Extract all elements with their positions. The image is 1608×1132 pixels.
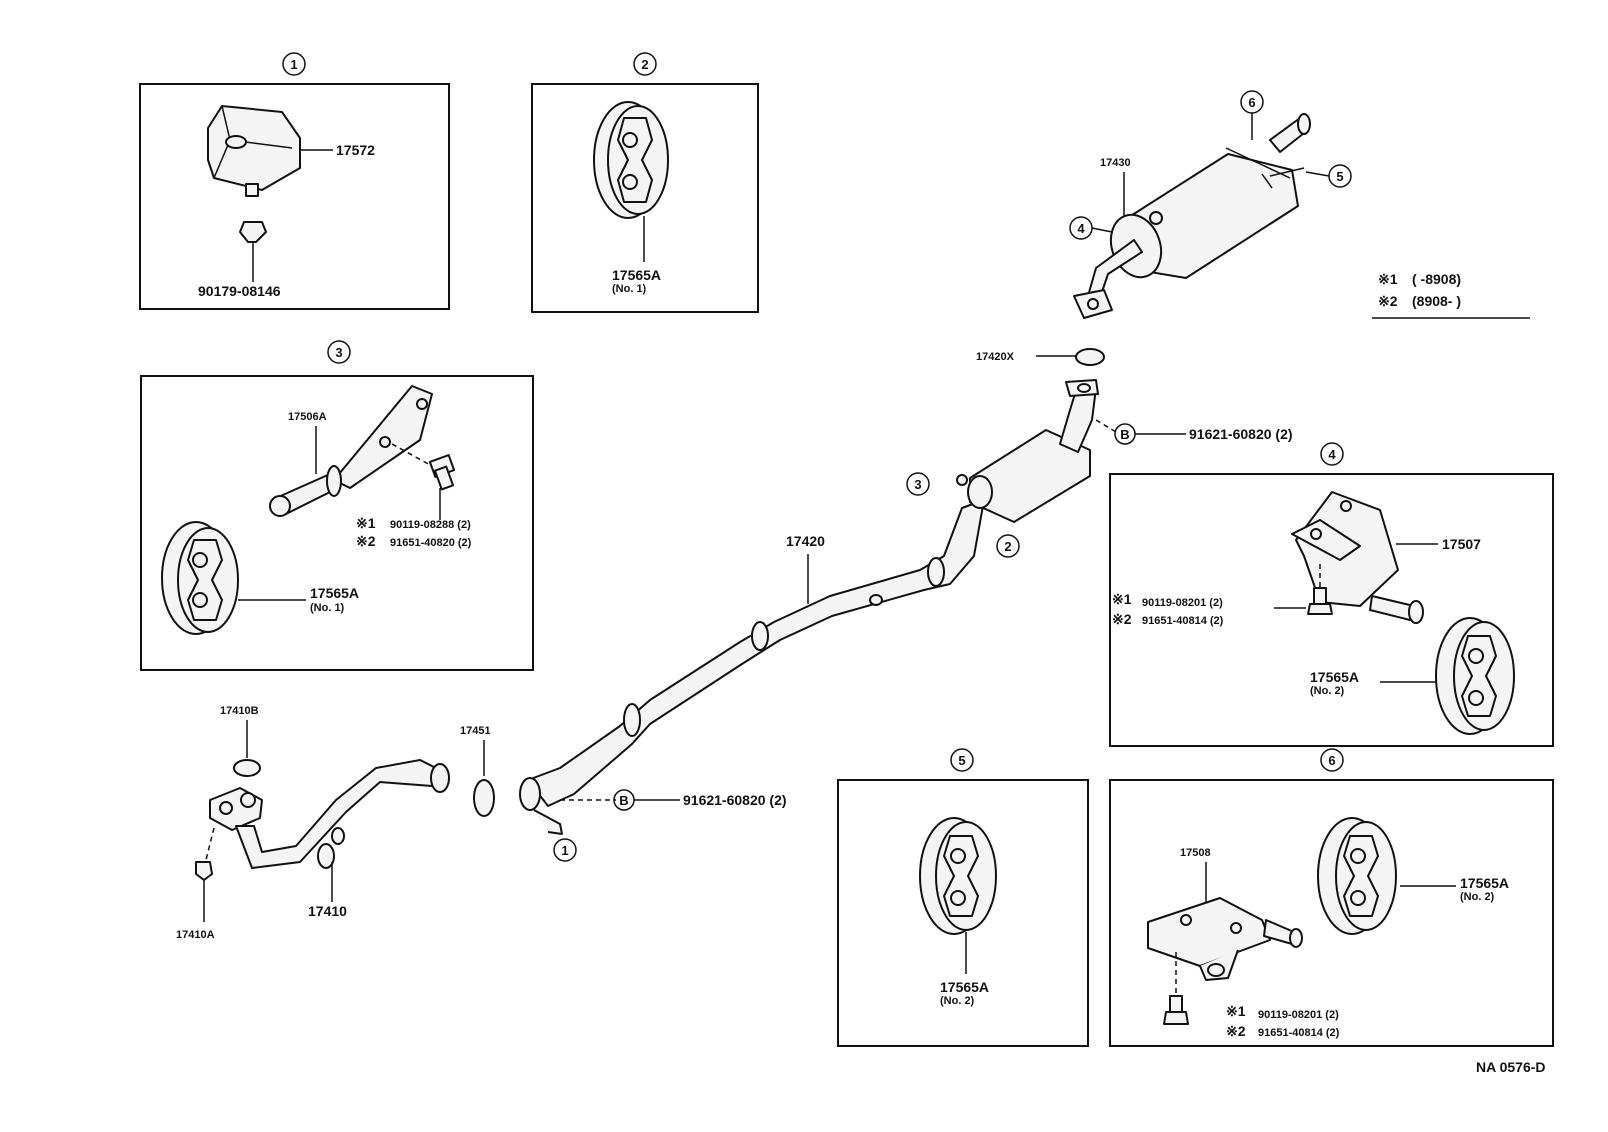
muffler-17430-icon bbox=[1073, 113, 1311, 319]
legend-row-1: ( -8908) bbox=[1412, 271, 1461, 287]
callout-4: 4 bbox=[1328, 447, 1336, 462]
callout-1-pipe: 1 bbox=[561, 843, 568, 858]
rubber-hanger-icon bbox=[1435, 617, 1515, 735]
bolt-icon bbox=[1163, 995, 1189, 1025]
label-17420x: 17420X bbox=[976, 351, 1015, 363]
callout-2-pipe: 2 bbox=[1004, 539, 1011, 554]
inset-4: 4 17507 ※1 90119-08201 (2) ※2 91651-4081… bbox=[1109, 442, 1554, 747]
callout-circle-1 bbox=[282, 52, 306, 76]
label-17410b: 17410B bbox=[220, 705, 259, 717]
label-17507: 17507 bbox=[1442, 536, 1481, 552]
mark-1-box3: ※1 bbox=[356, 515, 376, 531]
callout-4-muffler: 4 bbox=[1077, 221, 1085, 236]
label-no2-box4: (No. 2) bbox=[1310, 685, 1345, 697]
label-17420: 17420 bbox=[786, 533, 825, 549]
label-no2-box5: (No. 2) bbox=[940, 995, 975, 1007]
callout-6-muffler: 6 bbox=[1248, 95, 1255, 110]
mark-1-box6: ※1 bbox=[1226, 1003, 1246, 1019]
inset-3-frame bbox=[140, 375, 534, 671]
bolt-icon bbox=[1307, 587, 1333, 615]
label-17565a-box6: 17565A bbox=[1460, 875, 1509, 891]
resonator-group: 3 2 B 91621-60820 (2) 17420X bbox=[906, 348, 1293, 558]
callout-5: 5 bbox=[958, 753, 965, 768]
callout-3: 3 bbox=[335, 345, 342, 360]
label-no2-box6: (No. 2) bbox=[1460, 891, 1495, 903]
label-17451: 17451 bbox=[460, 725, 491, 737]
inset-2-frame bbox=[531, 83, 759, 313]
front-pipe-17410-icon bbox=[209, 759, 450, 869]
rubber-hanger-icon bbox=[593, 101, 669, 219]
rubber-hanger-icon bbox=[161, 521, 239, 635]
gasket-17420x-icon bbox=[1075, 348, 1105, 366]
label-91651-40820: 91651-40820 (2) bbox=[390, 537, 472, 549]
label-17410a: 17410A bbox=[176, 929, 215, 941]
label-90119-08201-box4: 90119-08201 (2) bbox=[1142, 597, 1223, 609]
label-17410: 17410 bbox=[308, 903, 347, 919]
callout-3-pipe: 3 bbox=[914, 477, 921, 492]
front-pipe-group: 17410B 17410A 17410 bbox=[176, 705, 450, 941]
inset-3: 3 17506A ※1 90119-08288 (2) ※2 91651-408… bbox=[140, 340, 534, 671]
label-no1-box3: (No. 1) bbox=[310, 602, 345, 614]
center-pipe-17420-icon bbox=[519, 499, 985, 835]
inset-6: 6 17508 ※1 90119-08201 (2) ※2 91651-4081… bbox=[1109, 748, 1554, 1047]
resonator-icon bbox=[956, 379, 1099, 523]
label-17565a-box4: 17565A bbox=[1310, 669, 1359, 685]
mark-2-box3: ※2 bbox=[356, 533, 376, 549]
mark-1-box4: ※1 bbox=[1112, 591, 1132, 607]
callout-5-muffler: 5 bbox=[1336, 169, 1343, 184]
gasket-17451-icon bbox=[473, 779, 495, 817]
rubber-hanger-icon bbox=[1317, 817, 1397, 935]
label-91621-upper: 91621-60820 (2) bbox=[1189, 426, 1293, 442]
label-17572: 17572 bbox=[336, 142, 375, 158]
inset-1-frame bbox=[139, 83, 450, 310]
label-17430: 17430 bbox=[1100, 157, 1131, 169]
callout-2: 2 bbox=[641, 57, 648, 72]
label-90119-08201-box6: 90119-08201 (2) bbox=[1258, 1009, 1339, 1021]
label-91651-40814-box6: 91651-40814 (2) bbox=[1258, 1027, 1340, 1039]
hanger-17572-icon bbox=[207, 105, 301, 197]
nut-90179-icon bbox=[239, 221, 267, 243]
label-91651-40814-box4: 91651-40814 (2) bbox=[1142, 615, 1224, 627]
callout-6: 6 bbox=[1328, 753, 1335, 768]
center-pipe-group: 17420 B 91621-60820 (2) 1 bbox=[519, 499, 985, 862]
mark-2-box4: ※2 bbox=[1112, 611, 1132, 627]
callout-1: 1 bbox=[290, 57, 297, 72]
mark-2-box6: ※2 bbox=[1226, 1023, 1246, 1039]
gasket-17451-group: 17451 bbox=[460, 725, 495, 817]
inset-5: 5 17565A (No. 2) bbox=[837, 748, 1089, 1047]
legend-mark-2: ※2 bbox=[1378, 293, 1398, 309]
label-91621-lower: 91621-60820 (2) bbox=[683, 792, 787, 808]
bolt-icon bbox=[428, 454, 456, 491]
label-17508: 17508 bbox=[1180, 847, 1211, 859]
label-no1: (No. 1) bbox=[612, 283, 647, 295]
inset-4-frame bbox=[1109, 473, 1554, 747]
label-90119-08288: 90119-08288 (2) bbox=[390, 519, 471, 531]
legend: ※1 ( -8908) ※2 (8908- ) bbox=[1372, 271, 1530, 319]
inset-1: 1 17572 90179-08146 bbox=[139, 52, 450, 310]
nut-17410a-icon bbox=[195, 861, 213, 881]
label-17565a-box3: 17565A bbox=[310, 585, 359, 601]
legend-row-2: (8908- ) bbox=[1412, 293, 1461, 309]
label-90179-08146: 90179-08146 bbox=[198, 283, 281, 299]
bracket-17506a-icon bbox=[269, 385, 433, 517]
ref-b-lower: B bbox=[619, 793, 628, 808]
inset-6-frame bbox=[1109, 779, 1554, 1047]
legend-mark-1: ※1 bbox=[1378, 271, 1398, 287]
inset-2: 2 17565A (No. 1) bbox=[531, 52, 759, 313]
bracket-17507-icon bbox=[1291, 491, 1424, 624]
ref-b-upper: B bbox=[1120, 427, 1129, 442]
label-17506a: 17506A bbox=[288, 411, 327, 423]
label-17565a-box5: 17565A bbox=[940, 979, 989, 995]
diagram-code: NA 0576-D bbox=[1476, 1059, 1546, 1075]
rubber-hanger-icon bbox=[919, 817, 997, 935]
muffler-group: 17430 6 5 4 bbox=[1069, 90, 1352, 319]
bracket-17508-icon bbox=[1147, 897, 1303, 981]
gasket-17410b-icon bbox=[233, 759, 261, 777]
label-17565a: 17565A bbox=[612, 267, 661, 283]
inset-5-frame bbox=[837, 779, 1089, 1047]
